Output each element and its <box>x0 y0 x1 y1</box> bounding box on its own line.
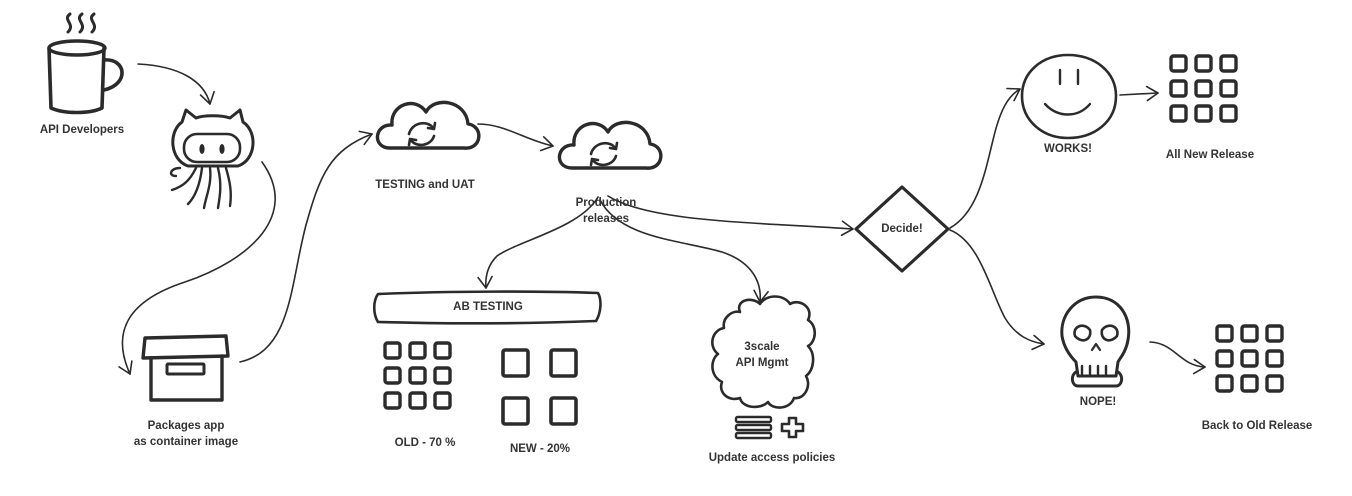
package-label: Packages app as container image <box>116 418 256 450</box>
policies-label: Update access policies <box>708 452 836 464</box>
arrow-decide-to-nope <box>949 229 1045 351</box>
arrow-production-to-threescale <box>599 199 769 303</box>
new-version-grid-icon <box>501 348 578 426</box>
all-new-release-grid-icon <box>1171 56 1236 121</box>
decide-diamond <box>854 185 950 273</box>
arrow-nope-to-backold <box>1149 341 1206 375</box>
threescale-label-line1: 3scale <box>744 341 780 353</box>
thought-cloud-icon <box>711 295 817 409</box>
package-label-line2: as container image <box>133 436 239 448</box>
testing-cloud-icon <box>375 100 481 150</box>
developers-label: API Developers <box>39 124 125 136</box>
old-version-grid-icon <box>385 343 450 408</box>
production-label: Production releases <box>556 195 656 227</box>
plus-list-icon <box>734 415 805 440</box>
octocat-icon <box>169 108 255 210</box>
arrow-github-to-package <box>118 161 276 375</box>
coffee-mug-icon <box>47 12 124 115</box>
production-cloud-icon <box>557 120 663 170</box>
arrow-production-to-abtesting <box>477 196 599 289</box>
arrow-decide-to-works <box>949 87 1021 229</box>
threescale-label: 3scale API Mgmt <box>716 339 808 371</box>
connectors <box>118 63 1206 375</box>
smiley-icon <box>1020 53 1118 140</box>
nope-label: NOPE! <box>1079 396 1117 408</box>
production-label-line1: Production <box>575 197 637 209</box>
all-new-release-label: All New Release <box>1165 149 1255 161</box>
back-to-old-label: Back to Old Release <box>1201 420 1313 432</box>
arrow-package-to-testing <box>239 130 373 363</box>
testing-label: TESTING and UAT <box>375 179 475 191</box>
package-label-line1: Packages app <box>147 420 225 432</box>
arrow-developers-to-github <box>137 63 215 105</box>
arrow-testing-to-production <box>477 123 554 152</box>
production-label-line2: releases <box>582 213 630 225</box>
new-version-label: NEW - 20% <box>509 443 571 455</box>
archive-box-icon <box>141 334 230 402</box>
back-to-old-grid-icon <box>1217 326 1282 391</box>
ab-testing-banner <box>372 290 602 325</box>
skull-icon <box>1060 295 1131 388</box>
old-version-label: OLD - 70 % <box>394 437 456 449</box>
arrow-production-to-decide <box>607 195 854 237</box>
threescale-label-line2: API Mgmt <box>735 357 789 369</box>
decide-label: Decide! <box>881 223 923 235</box>
arrow-works-to-allnew <box>1119 85 1159 102</box>
works-label: WORKS! <box>1044 143 1092 155</box>
ab-testing-label: AB TESTING <box>453 301 523 313</box>
